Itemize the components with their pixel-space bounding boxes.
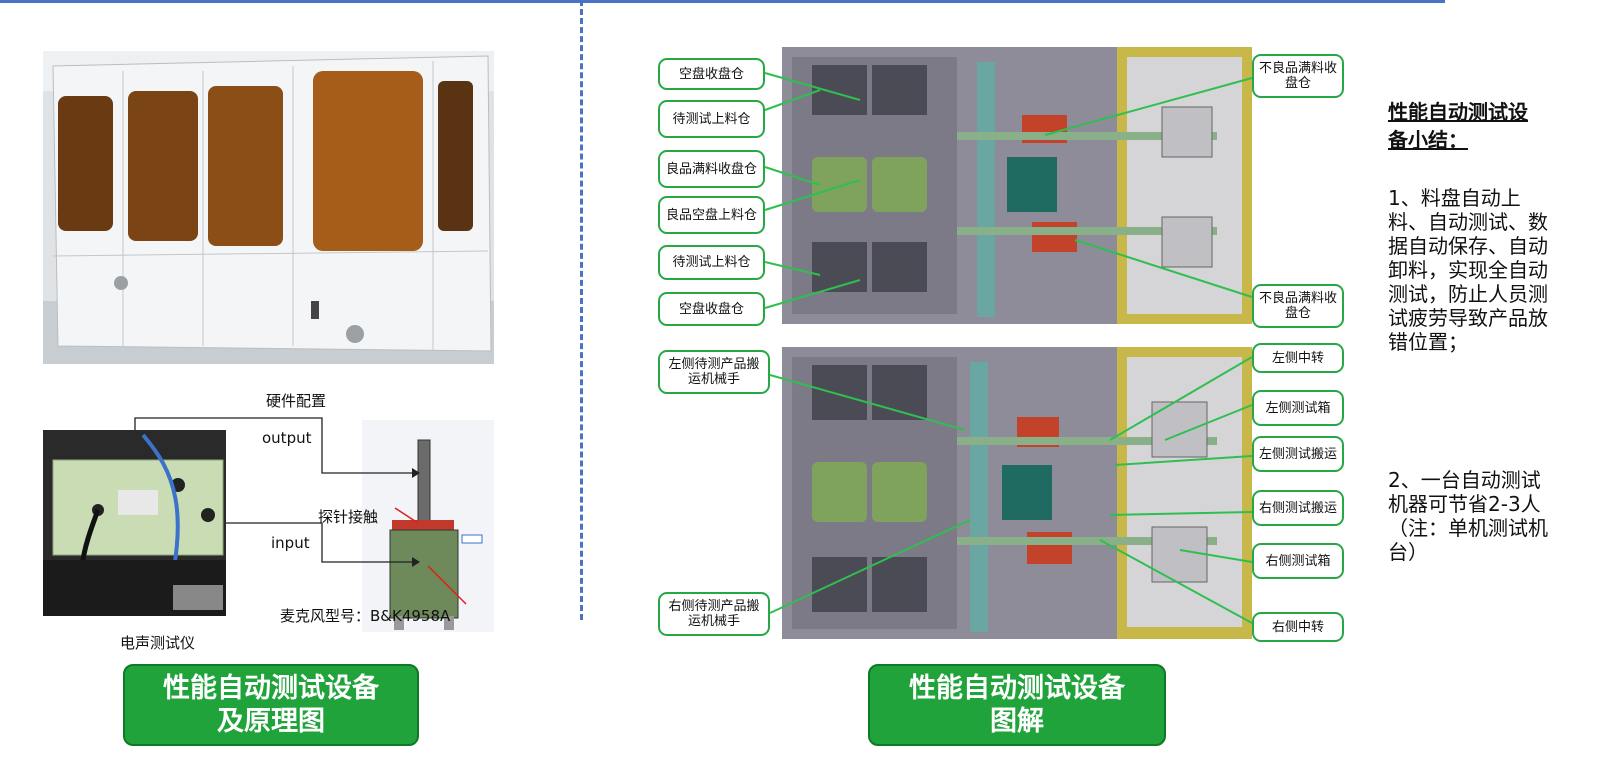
- layout-diagram-top: [782, 47, 1252, 324]
- callout-left-test-carry: 左侧测试搬运: [1252, 436, 1344, 472]
- callout-left-test-box: 左侧测试箱: [1252, 390, 1344, 426]
- callout-left-transfer: 左侧中转: [1252, 343, 1344, 373]
- right-caption-line1: 性能自动测试设备: [909, 673, 1125, 704]
- left-caption-line1: 性能自动测试设备: [163, 673, 379, 704]
- top-accent-line: [0, 0, 1445, 3]
- callout-good-empty-load: 良品空盘上料仓: [658, 196, 765, 234]
- machine-photo: [43, 51, 494, 364]
- summary-point-2: 2、一台自动测试机器可节省2-3人（注：单机测试机台）: [1388, 468, 1548, 564]
- callout-pending-load-2: 待测试上料仓: [658, 245, 765, 280]
- summary-point-1: 1、料盘自动上料、自动测试、数据自动保存、自动卸料，实现全自动测试，防止人员测试…: [1388, 186, 1548, 354]
- right-caption-box: 性能自动测试设备 图解: [868, 664, 1166, 746]
- left-caption-line2: 及原理图: [217, 706, 325, 737]
- callout-right-robot: 右侧待测产品搬运机械手: [658, 592, 770, 636]
- layout-diagram-bottom: [782, 347, 1252, 639]
- analyzer-photo: [43, 430, 226, 616]
- connection-lines: [134, 417, 467, 605]
- input-label: input: [271, 534, 310, 552]
- right-caption-line2: 图解: [990, 706, 1044, 737]
- callout-empty-tray-collect-1: 空盘收盘仓: [658, 58, 765, 90]
- summary-title: 性能自动测试设备小结：: [1388, 100, 1528, 152]
- callout-right-test-box: 右侧测试箱: [1252, 543, 1344, 579]
- callout-defect-full-collect-1: 不良品满料收盘仓: [1252, 54, 1344, 98]
- left-caption-box: 性能自动测试设备 及原理图: [123, 664, 419, 746]
- callout-good-full-collect: 良品满料收盘仓: [658, 150, 765, 188]
- probe-contact-label: 探针接触: [318, 508, 379, 526]
- callout-defect-full-collect-2: 不良品满料收盘仓: [1252, 284, 1344, 328]
- callout-right-transfer: 右侧中转: [1252, 612, 1344, 642]
- callout-empty-tray-collect-2: 空盘收盘仓: [658, 292, 765, 326]
- hardware-config-label: 硬件配置: [266, 392, 327, 410]
- callout-left-robot: 左侧待测产品搬运机械手: [658, 350, 770, 394]
- callout-pending-load-1: 待测试上料仓: [658, 100, 765, 138]
- callout-leader-lines: [764, 72, 1253, 624]
- section-divider: [580, 0, 583, 620]
- callout-right-test-carry: 右侧测试搬运: [1252, 490, 1344, 526]
- analyzer-label: 电声测试仪: [120, 634, 196, 652]
- mic-fixture-drawing: [362, 420, 494, 632]
- output-label: output: [262, 429, 312, 447]
- mic-model-label: 麦克风型号：B&K4958A: [280, 607, 451, 625]
